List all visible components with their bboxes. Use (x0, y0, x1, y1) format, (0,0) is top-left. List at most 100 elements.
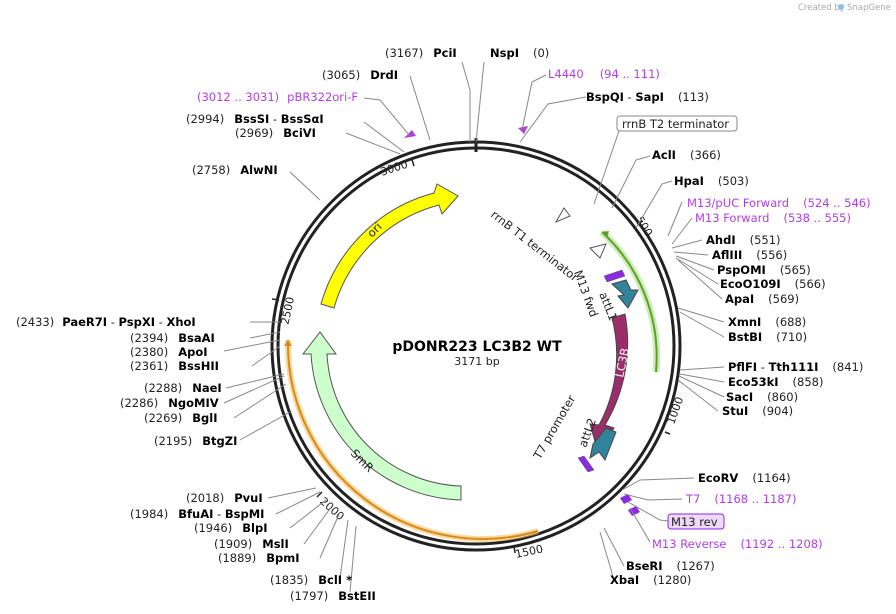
leader-bfuai (275, 491, 321, 515)
plasmid-length: 3171 bp (454, 355, 499, 368)
m13-rev-box-label: M13 rev (671, 515, 718, 529)
site-label-xmni: XmnI(688) (728, 315, 806, 329)
t7-primer-icon (620, 494, 632, 504)
leader-ngomiv (223, 375, 285, 404)
lc3b-arrow (589, 313, 629, 454)
site-label-blpi: (1946)BlpI (194, 521, 267, 535)
site-label-bcli: (1835)BclI * (270, 573, 352, 587)
l4440-primer-icon (518, 126, 528, 134)
feature-label-m13-forward: M13 Forward(538 .. 555) (695, 211, 851, 225)
tick-label-1500: 1500 (514, 542, 544, 561)
site-label-msli: (1909)MslI (214, 537, 289, 551)
leader-pspomi (675, 255, 715, 271)
site-label-bgli: (2269)BglI (144, 411, 217, 425)
leader-ahdi (671, 239, 703, 249)
tick-label-500: 500 (633, 214, 655, 239)
tick-2000 (316, 491, 323, 498)
leader-pbr322ori (363, 97, 411, 137)
leader-bcivi (345, 132, 401, 155)
features: ori SmR LC3B attL1 attL2 M13 fwd T7 prom… (284, 126, 661, 542)
m13-rev-primer-icon (628, 506, 640, 516)
leader-drdi (409, 75, 431, 141)
attl2-arrow (589, 427, 617, 462)
attl1-label: attL1 (596, 290, 620, 323)
site-label-bsteii: (1797)BstEII (290, 589, 376, 603)
leader-alwni (289, 171, 321, 201)
tick-1500 (513, 545, 516, 554)
site-label-bsshii: (2361)BssHII (130, 359, 219, 373)
leader-m13fwd (671, 217, 693, 245)
ori-arrow (320, 183, 459, 309)
site-label-pvui: (2018)PvuI (186, 491, 263, 505)
t7-promoter-primer-icon (577, 455, 595, 473)
leader-t7 (623, 493, 683, 501)
site-label-hpai: HpaI(503) (674, 174, 749, 188)
leader-bseri (603, 527, 625, 567)
feature-label-m13-puc-forward: M13/pUC Forward(524 .. 546) (687, 196, 871, 210)
feature-label-pbr322ori-f: (3012 .. 3031)pBR322ori-F (197, 90, 358, 104)
leader-afliii (673, 251, 709, 256)
leader-bspqi (519, 96, 587, 143)
site-label-stui: StuI(904) (722, 404, 793, 418)
rrnb-t2-box: rrnB T2 terminator (616, 115, 738, 132)
leader-stui (677, 379, 719, 412)
pbr322ori-primer-icon (404, 130, 416, 138)
leader-naei (225, 373, 285, 389)
site-label-bpmi: (1889)BpmI (218, 551, 300, 565)
leader-saci (678, 375, 725, 398)
leader-eco0109i (675, 257, 719, 285)
site-label-bfuai: (1984)BfuAI - BspMI (130, 507, 264, 521)
leader-blpi (289, 499, 327, 529)
leader-apoi (223, 339, 281, 352)
site-label-bcivi: (2969)BciVI (235, 126, 316, 140)
leader-apai (677, 259, 723, 300)
tick-label-3000: 3000 (379, 158, 410, 179)
site-label-xbai: XbaI(1280) (610, 573, 691, 587)
site-label-paer7i: (2433)PaeR7I - PspXI - XhoI (16, 315, 196, 329)
rrnb-t2-frame (616, 115, 738, 132)
rrnb-t1-label: rrnB T1 terminator (488, 207, 581, 284)
site-label-nspi: NspI(0) (490, 46, 549, 60)
site-label-drdi: (3065)DrdI (322, 68, 398, 82)
leader-ecorv (621, 477, 695, 491)
leader-acli (611, 155, 651, 209)
leader-bstbi (679, 311, 725, 338)
site-label-ahdi: AhdI(551) (706, 233, 781, 247)
site-label-bsaai: (2394)BsaAI (130, 331, 215, 345)
leader-lines (223, 61, 725, 593)
rrnb-t2-label: rrnB T2 terminator (622, 117, 729, 131)
leader-msli (303, 505, 333, 545)
site-label-eco0109i: EcoO109I(566) (720, 277, 826, 291)
site-label-bspqi: BspQI - SapI(113) (586, 90, 709, 104)
feature-label-l4440: L4440(94 .. 111) (548, 67, 660, 81)
lc3b-label: LC3B (612, 347, 632, 379)
tick-500 (636, 220, 644, 225)
leader-m13reverse (629, 507, 651, 543)
leader-btgzi (239, 411, 291, 441)
tick-2500 (271, 298, 280, 301)
site-label-ngomiv: (2286)NgoMIV (120, 396, 219, 410)
orf-line (286, 339, 539, 540)
rrnb-t1-terminator-icon (589, 243, 607, 259)
tick-1000 (664, 431, 671, 435)
site-label-eco53ki: Eco53kI(858) (728, 375, 823, 389)
leader-pflfi (679, 366, 725, 371)
m13-rev-frame (667, 513, 725, 530)
leader-eco53ki (679, 373, 725, 383)
leader-m13puc (667, 201, 683, 237)
center-info: pDONR223 LC3B2 WT 3171 bp (392, 339, 562, 368)
rrnb-t2-terminator-icon (554, 207, 571, 224)
orf-arrowhead-icon (284, 340, 292, 346)
leader-bpmi (319, 511, 341, 559)
site-label-pcii: (3167)PciI (385, 46, 457, 60)
site-label-pflfi: PflFI - Tth111I(841) (728, 360, 863, 374)
watermark-prefix: Created by (798, 3, 845, 13)
site-label-pspomi: PspOMI(565) (717, 263, 811, 277)
leader-bgli (233, 383, 287, 419)
leader-hpai (635, 180, 673, 229)
smr-arrow (301, 331, 462, 501)
feature-label-t7: T7(1168 .. 1187) (685, 492, 796, 506)
site-label-acli: AclI(366) (652, 148, 721, 162)
attl1-arrow (611, 279, 639, 309)
